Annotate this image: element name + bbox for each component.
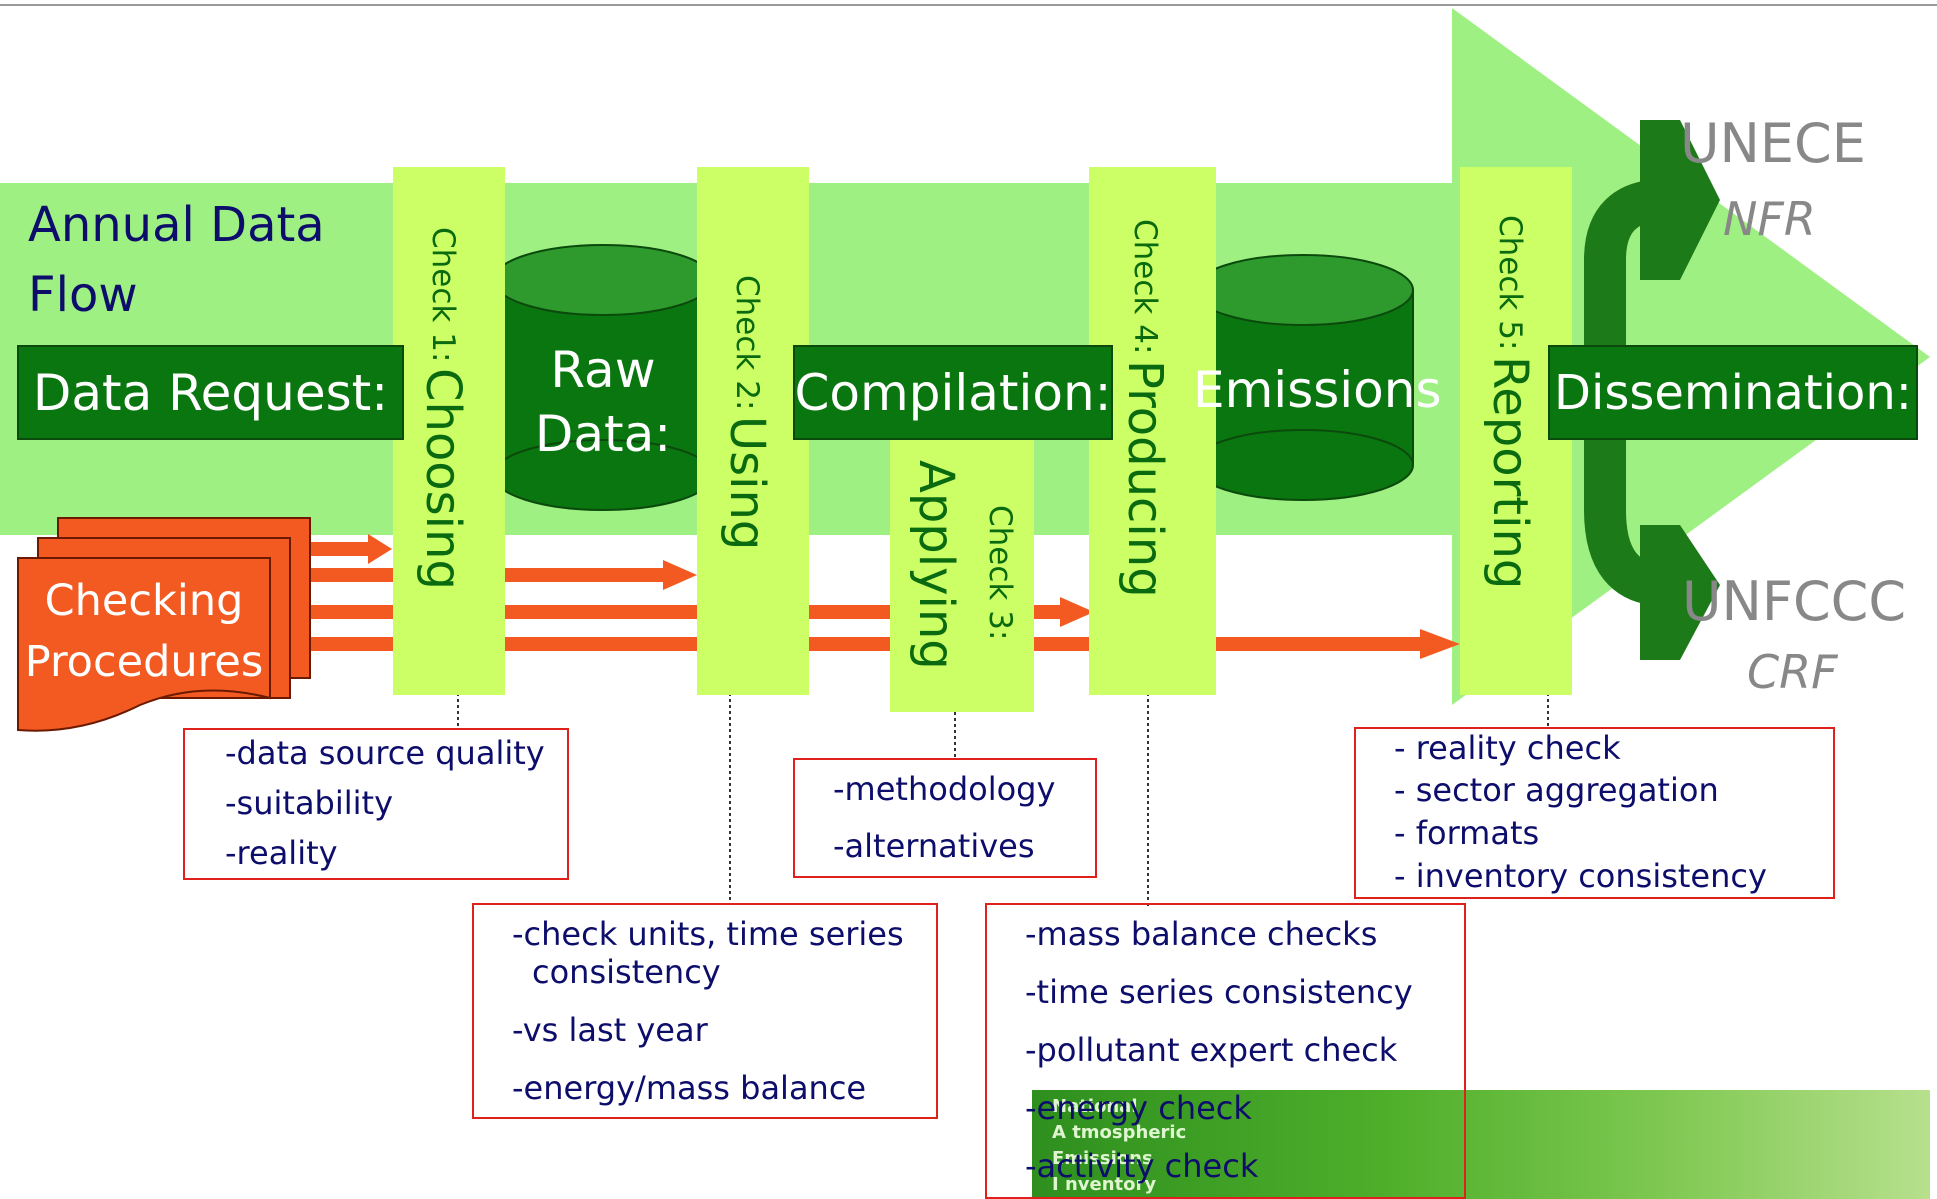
crf-label: CRF bbox=[1747, 645, 1838, 699]
check3-item: -alternatives bbox=[833, 827, 1035, 865]
check2-bar: Check 2: Using bbox=[697, 167, 809, 695]
check5-item: - sector aggregation bbox=[1394, 771, 1719, 809]
check4-bar: Check 4: Producing bbox=[1089, 167, 1216, 695]
check2-verb: Using bbox=[719, 416, 775, 551]
title-line-2: Flow bbox=[28, 267, 138, 323]
check1-item: -suitability bbox=[225, 784, 394, 822]
check1-label: Check 1: Choosing bbox=[415, 227, 471, 590]
arrow-to-check5-head bbox=[1420, 629, 1460, 659]
check3-details-box: -methodology -alternatives bbox=[793, 758, 1097, 878]
check3-number: Check 3: bbox=[982, 505, 1018, 641]
diagram-title: Annual Data Flow bbox=[28, 190, 325, 330]
compilation-stage: Compilation: bbox=[793, 345, 1113, 440]
check3-item: -methodology bbox=[833, 770, 1056, 808]
title-line-1: Annual Data bbox=[28, 197, 325, 253]
dissemination-stage: Dissemination: bbox=[1548, 345, 1918, 440]
emissions-label: Emissions bbox=[1193, 361, 1442, 419]
check2-item: -check units, time series bbox=[512, 915, 904, 953]
check1-bar: Check 1: Choosing bbox=[393, 167, 505, 695]
checking-procedures-label: Checking Procedures bbox=[18, 571, 270, 693]
arrow-head-unfccc bbox=[1640, 525, 1720, 660]
check5-label: Check 5: Reporting bbox=[1482, 215, 1538, 590]
check5-item: - formats bbox=[1394, 814, 1540, 852]
check3-verb: Applying bbox=[908, 460, 964, 670]
check2-details-box: -check units, time series consistency -v… bbox=[472, 903, 938, 1119]
check4-item: -mass balance checks bbox=[1025, 915, 1378, 953]
leader-lines bbox=[457, 693, 1549, 906]
check1-verb: Choosing bbox=[415, 368, 471, 591]
checking-procedures-line-2: Procedures bbox=[24, 637, 264, 687]
check4-number: Check 4: bbox=[1127, 219, 1163, 355]
unfccc-label: UNFCCC bbox=[1682, 570, 1907, 633]
nfr-label: NFR bbox=[1723, 192, 1816, 246]
arrow-to-check2-head bbox=[663, 560, 697, 590]
unece-label: UNECE bbox=[1680, 112, 1866, 175]
check5-item: - inventory consistency bbox=[1394, 857, 1767, 895]
naei-line-2: A tmospheric bbox=[1052, 1122, 1187, 1143]
raw-data-line-1: Raw bbox=[550, 341, 656, 399]
check3-bar: Applying Check 3: bbox=[890, 440, 1034, 712]
check4-item: -energy check bbox=[1025, 1089, 1252, 1127]
checking-procedures-stack bbox=[17, 517, 311, 732]
check3-label: Applying bbox=[908, 460, 964, 670]
check1-item: -data source quality bbox=[225, 734, 545, 772]
arrow-to-check4-head bbox=[1060, 597, 1094, 627]
check4-verb: Producing bbox=[1117, 360, 1173, 599]
arrow-to-check1-head bbox=[368, 534, 392, 564]
data-request-stage: Data Request: bbox=[17, 345, 404, 440]
check4-item: -time series consistency bbox=[1025, 973, 1413, 1011]
check5-item: - reality check bbox=[1394, 729, 1621, 767]
check5-verb: Reporting bbox=[1482, 356, 1538, 590]
check1-item: -reality bbox=[225, 834, 338, 872]
check4-details-box: -mass balance checks -time series consis… bbox=[985, 903, 1466, 1199]
check4-label: Check 4: Producing bbox=[1117, 219, 1173, 598]
check2-item: consistency bbox=[532, 953, 721, 991]
check4-item: -activity check bbox=[1025, 1147, 1259, 1185]
check2-number: Check 2: bbox=[729, 275, 765, 411]
check5-number: Check 5: bbox=[1492, 215, 1528, 351]
naei-line-4: I nventory bbox=[1052, 1174, 1157, 1195]
check1-number: Check 1: bbox=[425, 227, 461, 363]
check2-item: -vs last year bbox=[512, 1011, 708, 1049]
check5-details-box: - reality check - sector aggregation - f… bbox=[1354, 727, 1835, 899]
check3-number-wrap: Check 3: bbox=[982, 505, 1018, 640]
check2-label: Check 2: Using bbox=[719, 275, 775, 551]
raw-data-line-2: Data: bbox=[534, 405, 672, 463]
naei-banner-image: National A tmospheric Emissions I nvento… bbox=[1032, 1090, 1930, 1199]
arrow-to-check1 bbox=[300, 542, 368, 556]
raw-data-cylinder bbox=[492, 244, 714, 511]
naei-line-1: National bbox=[1052, 1096, 1138, 1117]
arrow-head-unece bbox=[1640, 120, 1720, 280]
check2-item: -energy/mass balance bbox=[512, 1069, 867, 1107]
raw-data-label: Raw Data: bbox=[493, 338, 713, 466]
checking-procedures-line-1: Checking bbox=[44, 576, 244, 626]
naei-line-3: Emissions bbox=[1052, 1148, 1153, 1169]
check4-item: -pollutant expert check bbox=[1025, 1031, 1398, 1069]
check1-details-box: -data source quality -suitability -reali… bbox=[183, 728, 569, 880]
